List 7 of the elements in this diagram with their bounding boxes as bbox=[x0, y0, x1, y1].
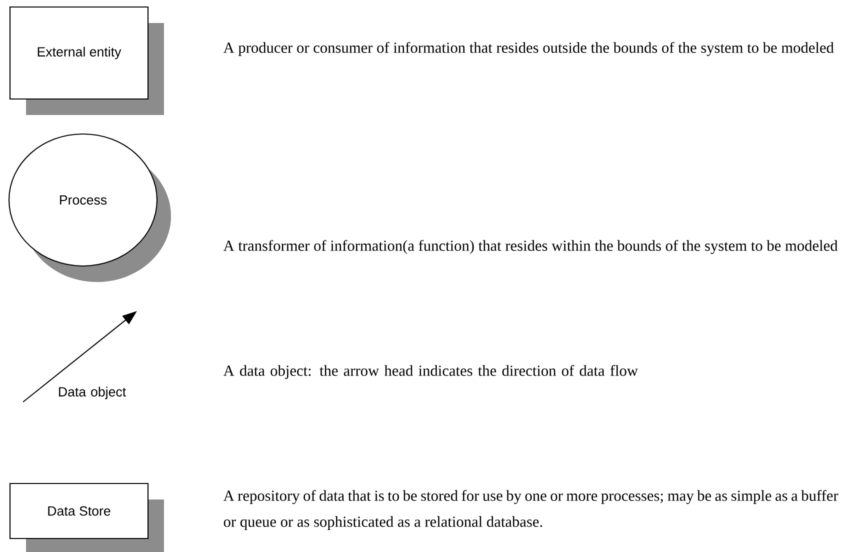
description-text: A data object: the arrow head indicates the direction of data flow bbox=[223, 364, 638, 380]
arrow-label: Data object bbox=[59, 386, 126, 400]
description-text: A repository of data that is to be stored for use by one or more processes; may be as simple as a buffer or queue or as sophisticated as a relational database. bbox=[223, 490, 838, 530]
data-store-box: Data Store bbox=[9, 482, 164, 552]
description-text: A producer or consumer of information that resides outside the bounds of the system to be modeled bbox=[223, 42, 834, 56]
entity-box: External entity bbox=[9, 6, 164, 115]
description-text: A transformer of information(a function) that resides within the bounds of the system to be modeled bbox=[223, 240, 838, 254]
